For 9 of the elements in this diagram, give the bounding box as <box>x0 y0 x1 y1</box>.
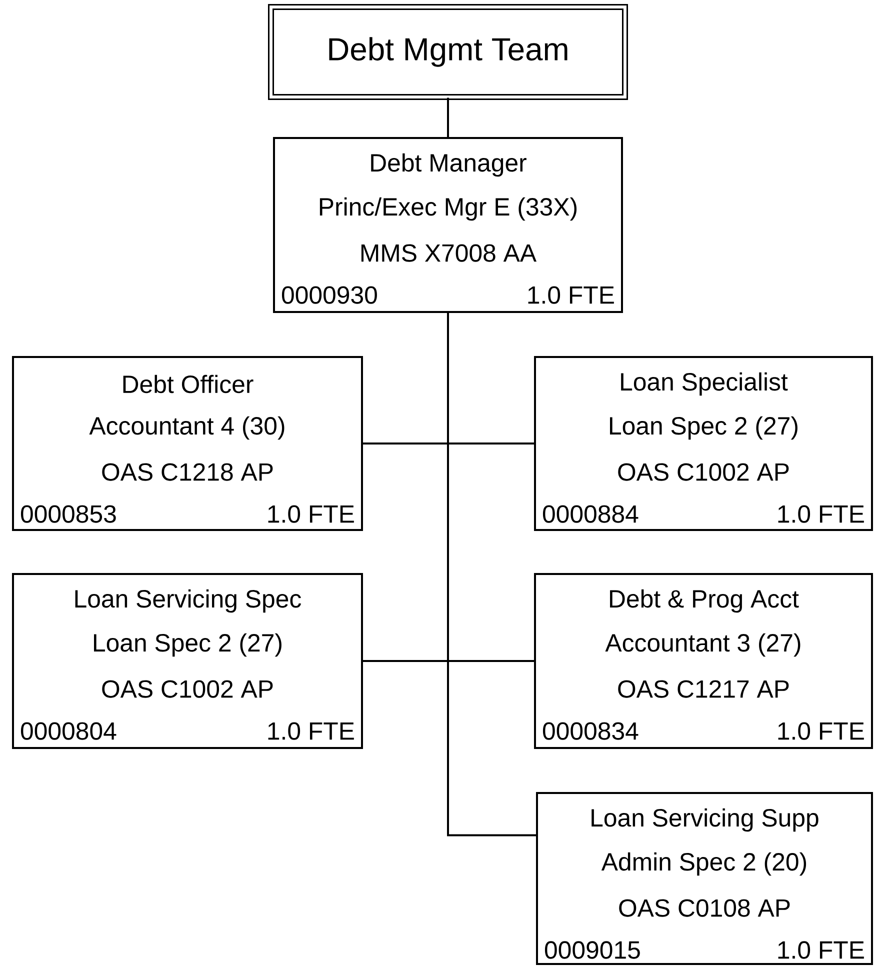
connector-line <box>447 98 449 137</box>
position-box: Loan Specialist Loan Spec 2 (27) OAS C1002 AP 0000884 1.0 FTE <box>534 356 873 531</box>
title-box: Debt Mgmt Team <box>268 4 628 100</box>
position-box: Loan Servicing Supp Admin Spec 2 (20) OAS C0108 AP 0009015 1.0 FTE <box>536 792 873 965</box>
position-box: Debt Manager Princ/Exec Mgr E (33X) MMS X7008 AA 0000930 1.0 FTE <box>273 137 623 313</box>
position-box: Debt & Prog Acct Accountant 3 (27) OAS C1217 AP 0000834 1.0 FTE <box>534 573 873 749</box>
connector-line <box>447 313 536 836</box>
position-box: Debt Officer Accountant 4 (30) OAS C1218 AP 0000853 1.0 FTE <box>12 356 363 531</box>
position-box: Loan Servicing Spec Loan Spec 2 (27) OAS C1002 AP 0000804 1.0 FTE <box>12 573 363 749</box>
